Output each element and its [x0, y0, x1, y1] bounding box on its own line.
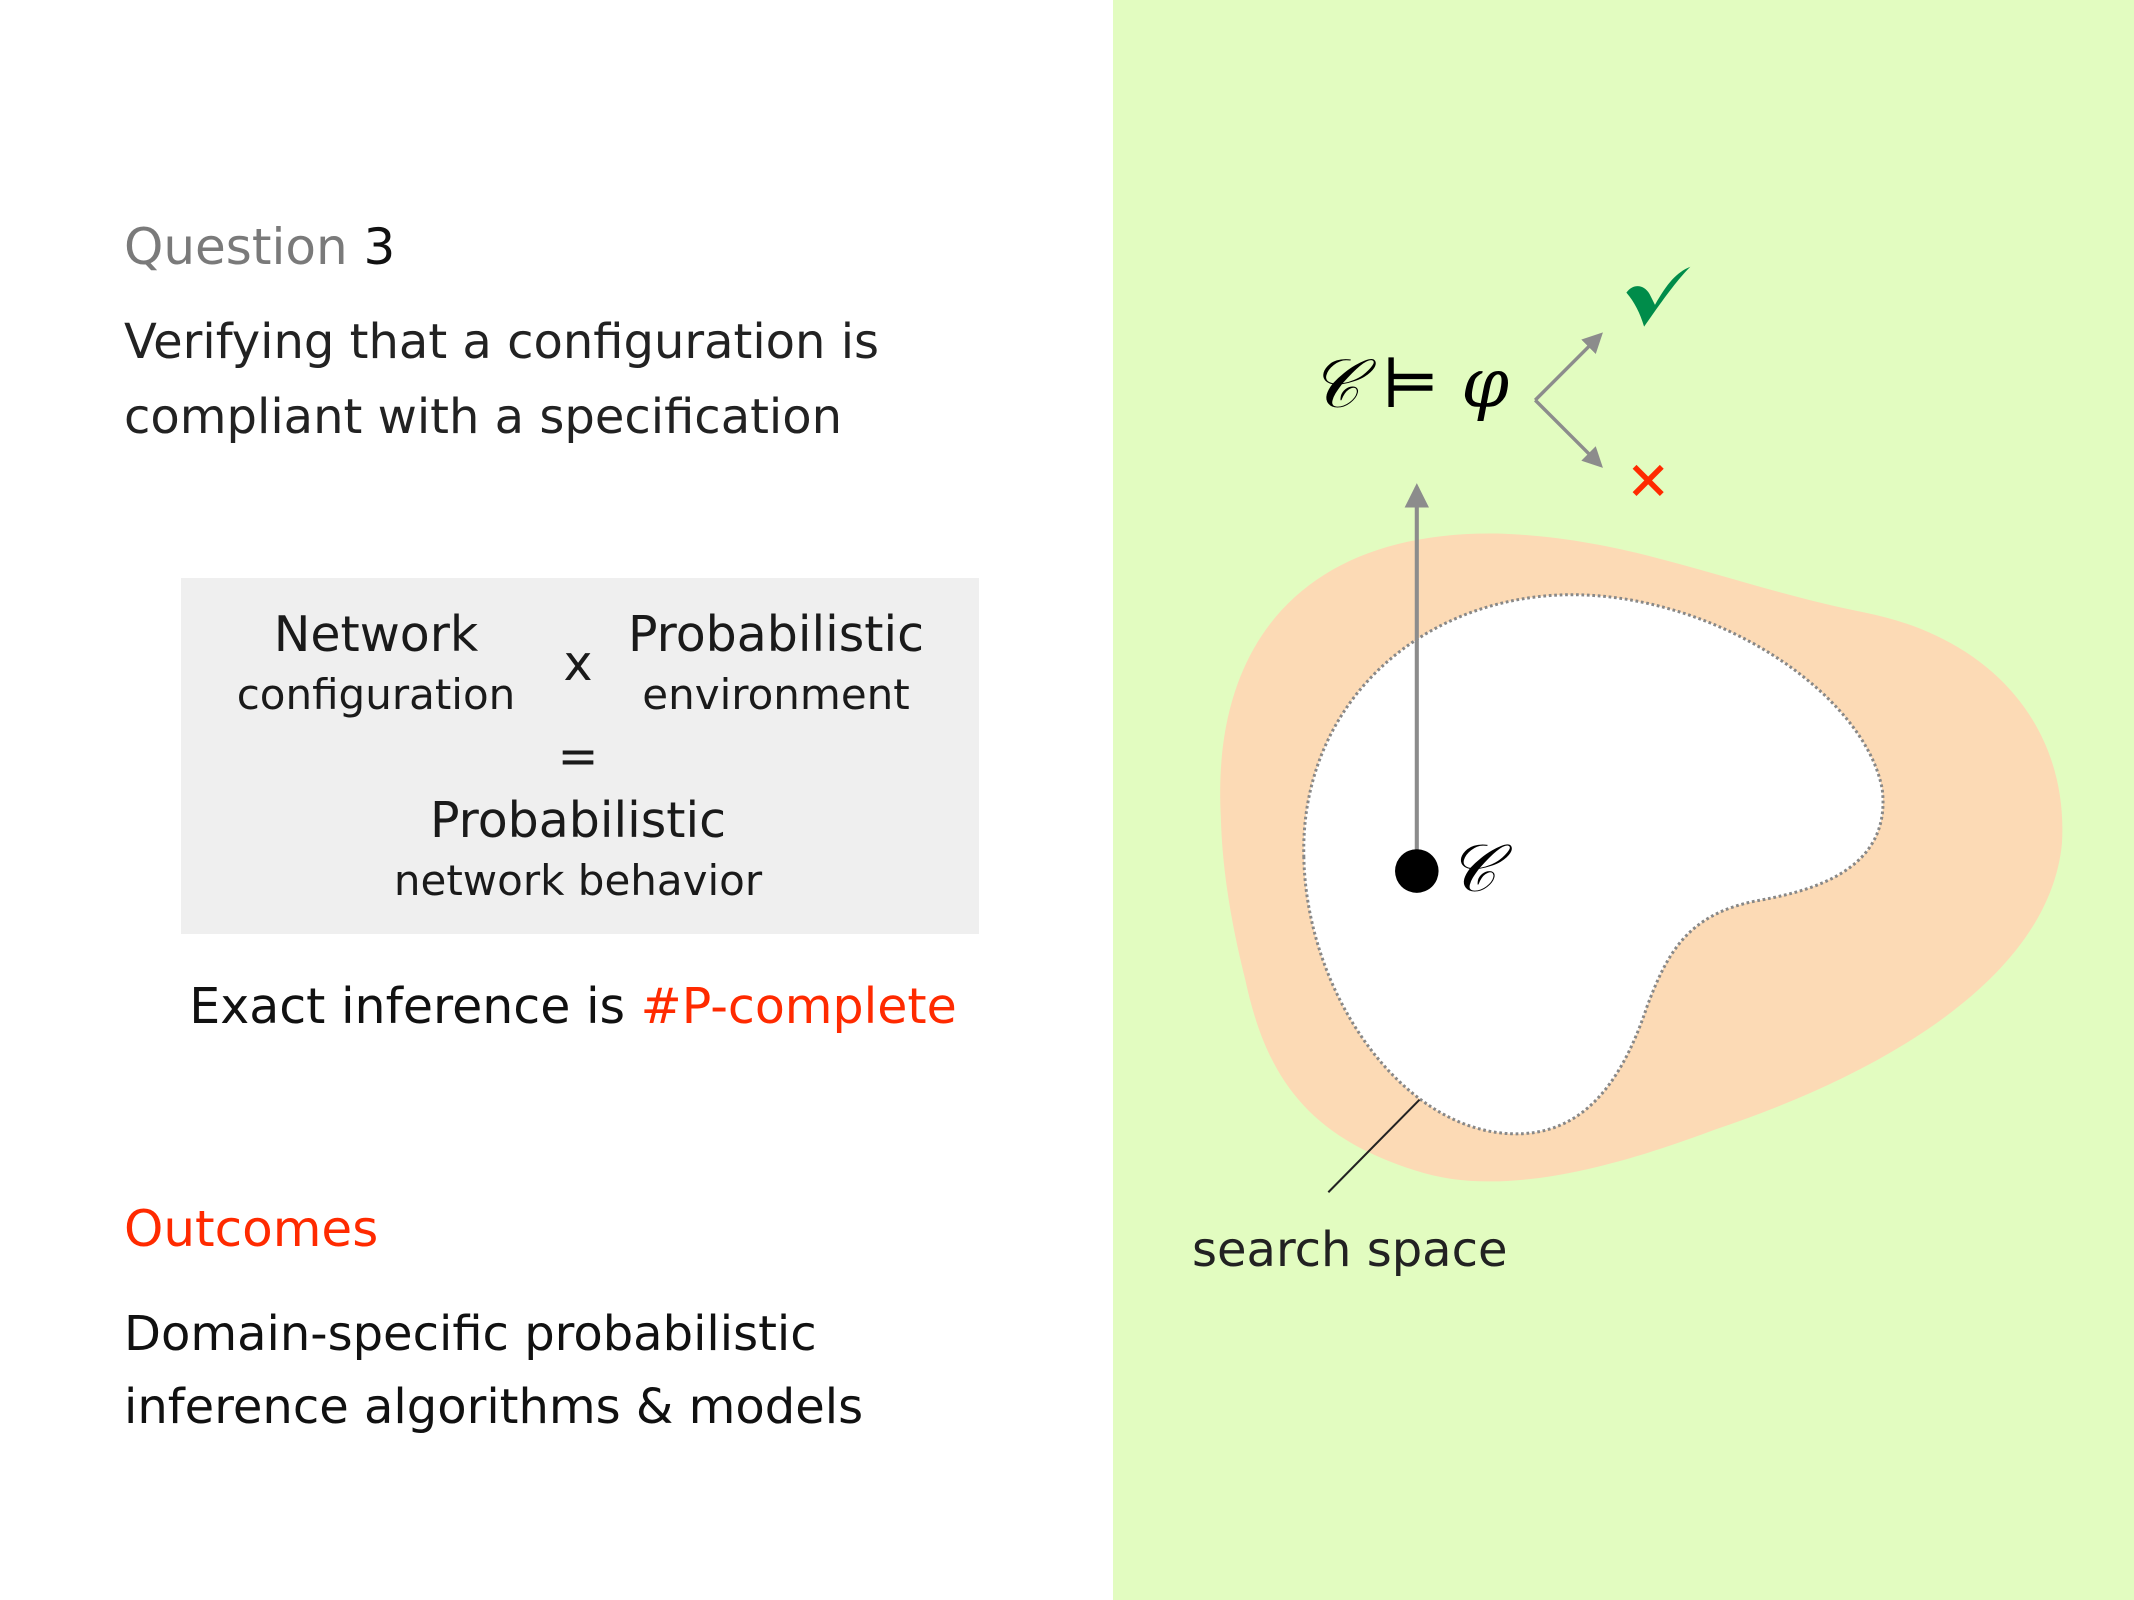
outcomes-text: Domain-specific probabilistic inference … [124, 1298, 863, 1444]
cross-icon [1632, 464, 1664, 496]
formula-models: ⊨ [1381, 345, 1440, 424]
outcomes-line: inference algorithms & models [124, 1379, 864, 1435]
configuration-label: configuration [236, 670, 516, 719]
branch-arrow-fail [1534, 398, 1603, 468]
complexity-highlight: #P-complete [640, 978, 957, 1035]
formula-spec: φ [1461, 345, 1509, 424]
complexity-prefix: Exact inference is [189, 978, 641, 1035]
complexity-statement: Exact inference is #P-complete [189, 978, 957, 1035]
times-sign: x [563, 635, 593, 692]
outcomes-heading: Outcomes [124, 1200, 379, 1258]
check-icon [1626, 266, 1691, 327]
network-label: Network [273, 606, 479, 663]
question-text: Verifying that a configuration is compli… [124, 305, 879, 455]
compliance-formula: 𝒞 ⊨ φ [1310, 345, 1509, 425]
formula-config: 𝒞 [1310, 345, 1360, 424]
branch-arrow-pass [1534, 332, 1603, 402]
question-number: 3 [363, 218, 396, 276]
environment-label: environment [642, 670, 910, 719]
question-text-line: compliant with a specification [124, 389, 843, 445]
search-space-region [1302, 593, 1885, 1136]
network-behavior-label: network behavior [393, 856, 763, 905]
configuration-point [1395, 849, 1439, 893]
result-probabilistic-label: Probabilistic [429, 792, 727, 849]
probabilistic-label: Probabilistic [627, 606, 925, 663]
equals-sign: = [557, 728, 599, 785]
question-label: Question [124, 218, 348, 276]
search-space-pointer [1327, 1098, 1421, 1193]
outcomes-line: Domain-specific probabilistic [124, 1306, 817, 1362]
question-heading: Question 3 [124, 218, 395, 276]
question-text-line: Verifying that a configuration is [124, 314, 880, 370]
search-space-label: search space [1192, 1222, 1508, 1278]
equation-box [181, 578, 979, 934]
configuration-point-label: 𝒞 [1448, 830, 1497, 907]
